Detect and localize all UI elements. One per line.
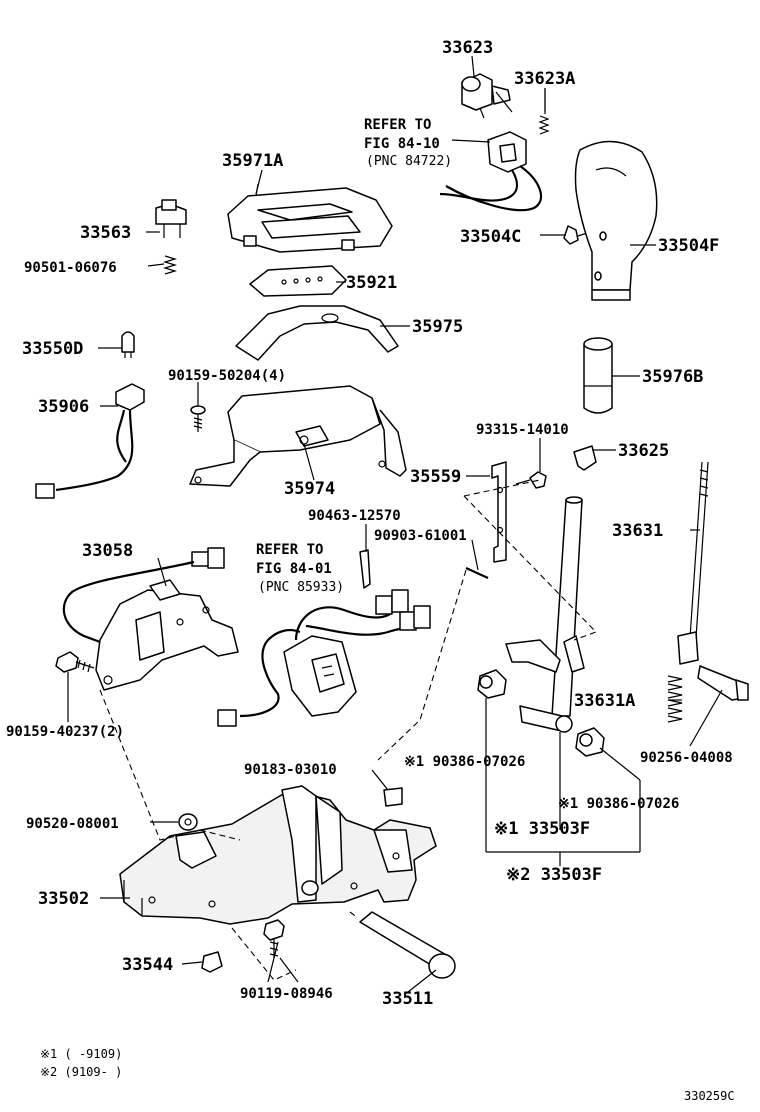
label-33503F-2: ※2 33503F	[506, 865, 602, 885]
part-33631-rod	[677, 461, 709, 665]
part-93315-screw	[515, 471, 547, 489]
label-33503F-1: ※1 33503F	[494, 819, 590, 839]
label-90501-06076: 90501-06076	[24, 260, 117, 276]
label-90520-08001: 90520-08001	[26, 816, 119, 832]
label-ref2-line2: FIG 84-01	[256, 561, 332, 577]
part-90463-clip	[359, 549, 371, 589]
label-90256-04008: 90256-04008	[640, 750, 733, 766]
part-90119-bolt	[263, 919, 285, 958]
part-33625-clip	[573, 445, 597, 471]
label-33631: 33631	[612, 521, 663, 541]
label-ref1-line1: REFER TO	[364, 117, 431, 133]
label-90159-50204: 90159-50204(4)	[168, 368, 286, 384]
label-90386-07026-a: ※1 90386-07026	[404, 754, 525, 770]
label-ref2-line3: (PNC 85933)	[258, 580, 344, 595]
part-90183-clip	[383, 787, 403, 807]
label-90463-12570: 90463-12570	[308, 508, 401, 524]
part-90256-pin	[697, 665, 749, 701]
part-35921-plate	[249, 265, 347, 297]
label-90903-61001: 90903-61001	[374, 528, 467, 544]
part-90386-bushing-right	[575, 727, 605, 757]
label-ref1-line2: FIG 84-10	[364, 136, 440, 152]
assembly-dash-lines	[99, 479, 597, 981]
label-33511: 33511	[382, 989, 433, 1009]
part-90520-washer	[178, 813, 198, 831]
part-35906-socket-wire	[35, 383, 145, 499]
label-ref1-line3: (PNC 84722)	[366, 154, 452, 169]
part-35976B-sleeve	[583, 337, 613, 414]
part-33550D-bulb	[121, 331, 135, 358]
label-90159-40237: 90159-40237(2)	[6, 724, 124, 740]
label-33623A: 33623A	[514, 69, 575, 89]
label-33631A: 33631A	[574, 691, 635, 711]
part-33563-holder	[155, 199, 187, 238]
note-2: ※2 (9109- )	[40, 1065, 122, 1079]
part-35559-bracket	[491, 461, 507, 563]
note-1: ※1 ( -9109)	[40, 1047, 122, 1061]
label-33550D: 33550D	[22, 339, 83, 359]
label-33625: 33625	[618, 441, 669, 461]
label-35906: 35906	[38, 397, 89, 417]
part-33504F-knob	[574, 140, 658, 301]
label-33544: 33544	[122, 955, 173, 975]
part-35974-base	[189, 385, 407, 487]
part-90501-spring	[162, 255, 178, 275]
label-33563: 33563	[80, 223, 131, 243]
part-33631A-spring	[667, 675, 683, 723]
part-switch-harness	[217, 589, 431, 727]
part-90159-50204-screw	[190, 405, 206, 432]
part-35975-cover	[235, 305, 399, 361]
label-35971A: 35971A	[222, 151, 283, 171]
figure-code: 330259C	[684, 1089, 735, 1103]
label-35559: 35559	[410, 467, 461, 487]
part-33511-pin	[359, 911, 456, 979]
label-35976B: 35976B	[642, 367, 703, 387]
part-90903-pin	[465, 566, 489, 580]
part-33503F-lever	[505, 496, 585, 733]
part-33502-base	[119, 785, 437, 925]
label-35921: 35921	[346, 273, 397, 293]
leader-lines	[67, 55, 723, 993]
label-93315-14010: 93315-14010	[476, 422, 569, 438]
part-35971A-housing	[227, 183, 393, 253]
label-33504F: 33504F	[658, 236, 719, 256]
part-socket-assy-wire	[439, 131, 543, 212]
part-33058-harness	[62, 547, 239, 691]
label-33504C: 33504C	[460, 227, 521, 247]
part-90159-40237-bolt	[55, 651, 95, 673]
part-33623A-spring	[538, 88, 550, 135]
part-33544-stopper	[201, 951, 223, 973]
part-33623-socket	[461, 73, 513, 119]
label-33502: 33502	[38, 889, 89, 909]
label-33058: 33058	[82, 541, 133, 561]
label-90183-03010: 90183-03010	[244, 762, 337, 778]
label-33623: 33623	[442, 38, 493, 58]
label-90386-07026-b: ※1 90386-07026	[558, 796, 679, 812]
label-35974: 35974	[284, 479, 335, 499]
label-35975: 35975	[412, 317, 463, 337]
label-90119-08946: 90119-08946	[240, 986, 333, 1002]
part-90386-bushing-left	[477, 669, 507, 699]
label-ref2-line1: REFER TO	[256, 542, 323, 558]
